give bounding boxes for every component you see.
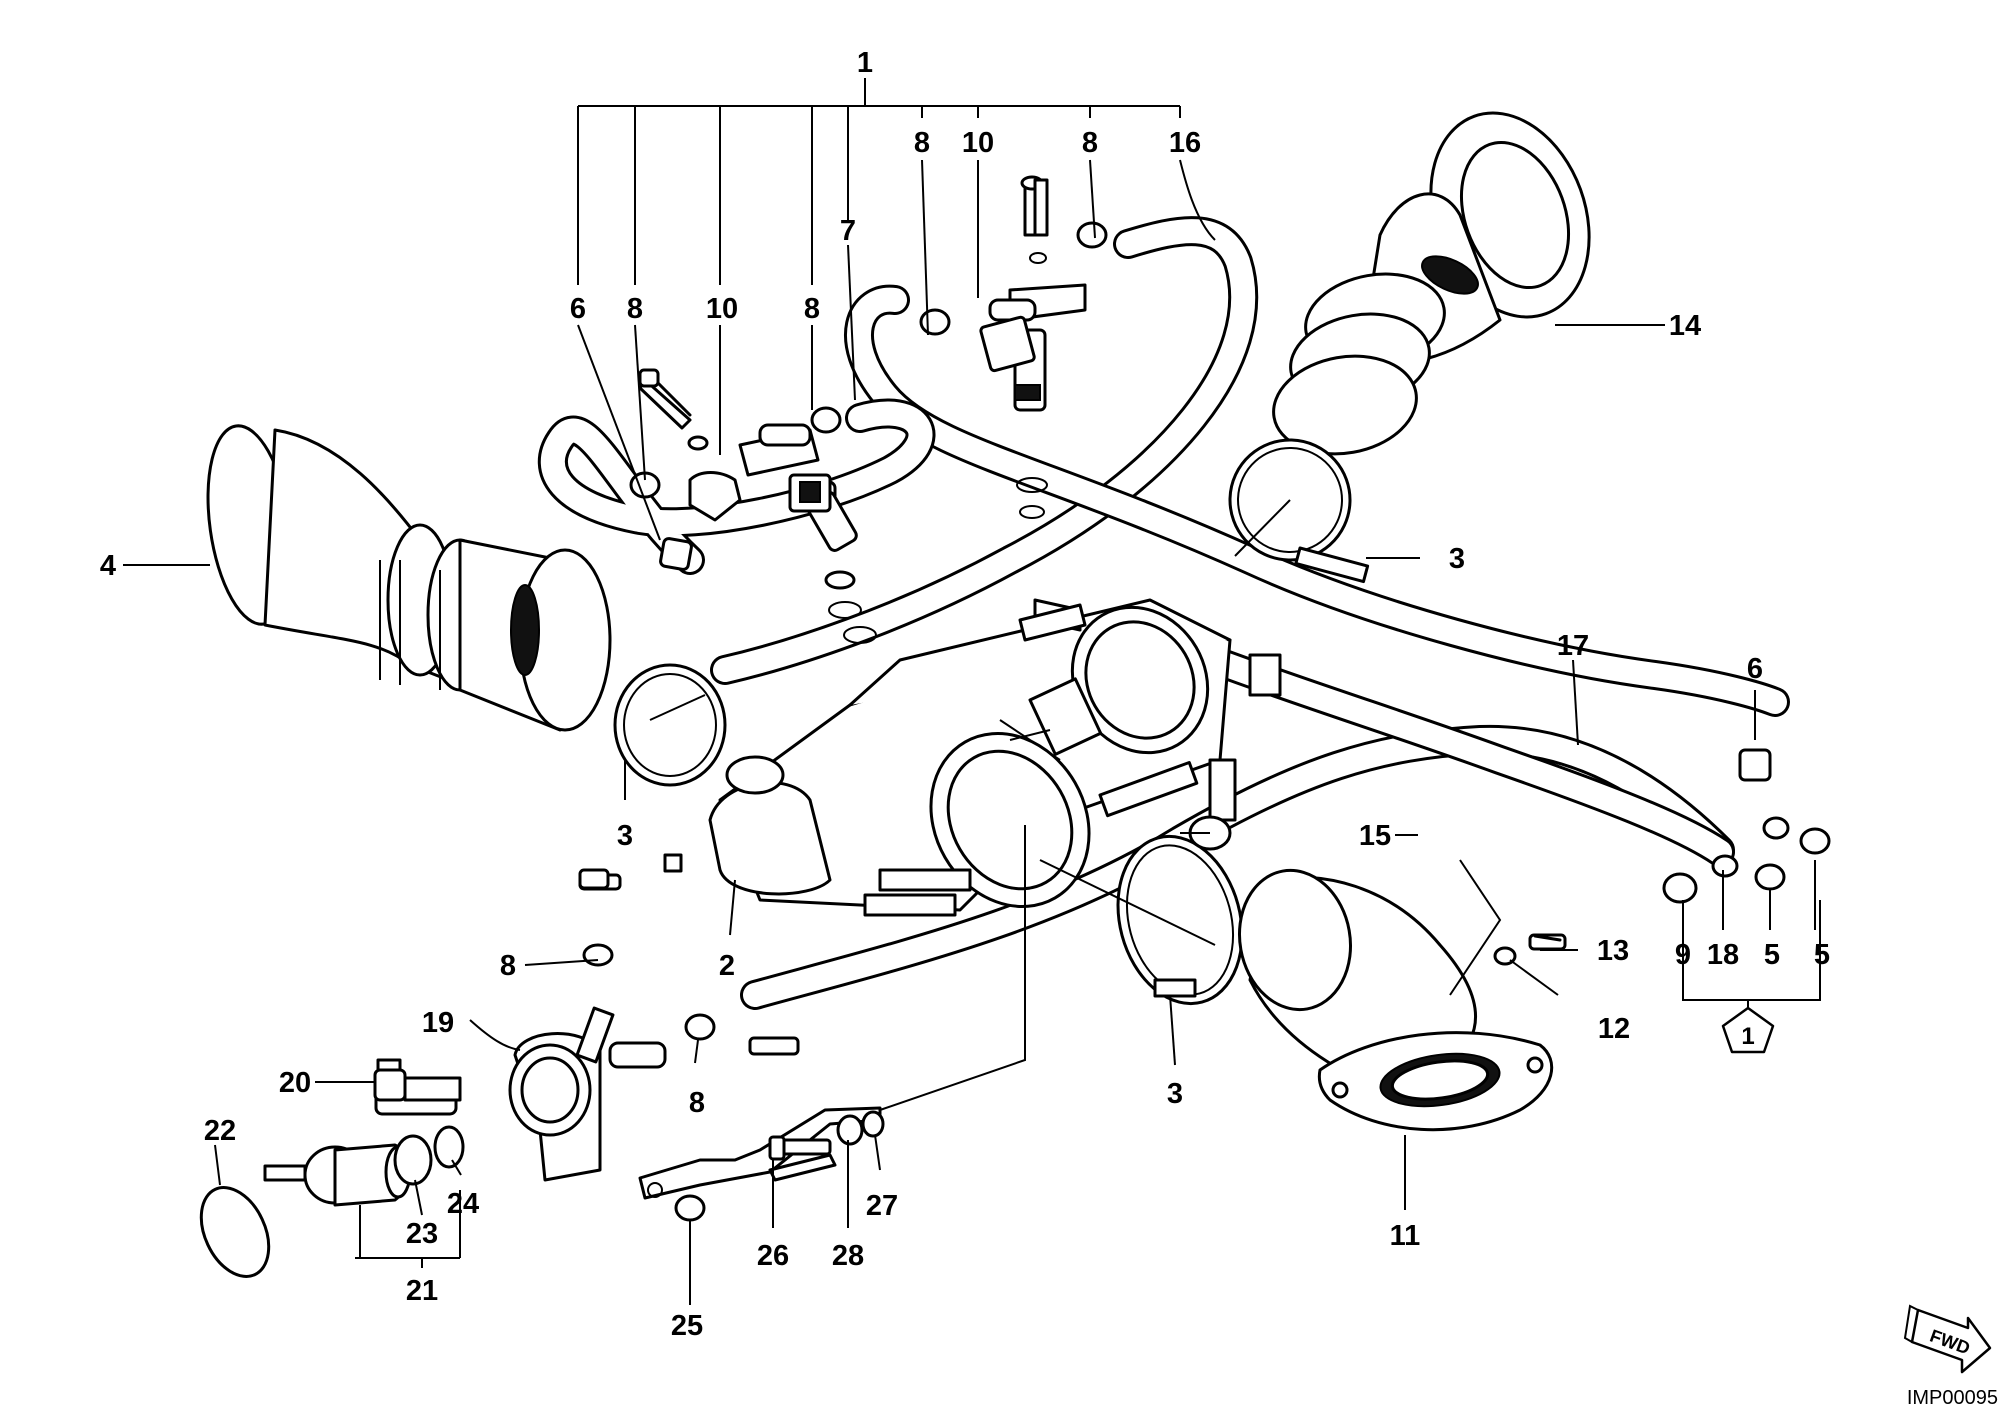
throttle-body-2 <box>708 598 1282 917</box>
intake-boot-11 <box>1237 868 1554 1132</box>
label-21: 21 <box>406 1275 438 1307</box>
label-6: 6 <box>1747 653 1763 685</box>
fuel-rail-left <box>638 378 877 644</box>
clamp-3-right <box>1116 834 1244 1006</box>
label-17: 17 <box>1557 630 1589 662</box>
label-15: 15 <box>1359 820 1391 852</box>
label-8: 8 <box>627 293 643 325</box>
forward-arrow-icon: FWD <box>1903 1304 1992 1374</box>
label-14: 14 <box>1669 310 1701 342</box>
label-24: 24 <box>447 1188 479 1220</box>
bracket-27 <box>638 1106 885 1222</box>
label-20: 20 <box>279 1067 311 1099</box>
label-9: 9 <box>1675 939 1691 971</box>
label-11: 11 <box>1390 1220 1421 1252</box>
label-10: 10 <box>962 127 994 159</box>
label-3: 3 <box>617 820 633 852</box>
label-8: 8 <box>500 950 516 982</box>
label-4: 4 <box>100 550 116 582</box>
label-3: 3 <box>1167 1078 1183 1110</box>
label-1: 1 <box>857 47 873 79</box>
label-23: 23 <box>406 1218 438 1250</box>
label-28: 28 <box>832 1240 864 1272</box>
label-25: 25 <box>671 1310 703 1342</box>
label-8: 8 <box>914 127 930 159</box>
label-8: 8 <box>804 293 820 325</box>
label-13: 13 <box>1597 935 1629 967</box>
label-18: 18 <box>1707 939 1739 971</box>
bolts <box>373 178 1562 1161</box>
label-16: 16 <box>1169 127 1201 159</box>
set-symbol-number: 1 <box>1741 1023 1754 1050</box>
hoses <box>537 216 1790 1010</box>
label-26: 26 <box>757 1240 789 1272</box>
label-6: 6 <box>570 293 586 325</box>
label-5: 5 <box>1764 939 1780 971</box>
fuel-rail-right <box>979 175 1087 642</box>
label-22: 22 <box>204 1115 236 1147</box>
leader-lines <box>123 78 1821 1305</box>
thermo-sensor-21 <box>199 1125 465 1278</box>
label-10: 10 <box>706 293 738 325</box>
label-12: 12 <box>1598 1013 1630 1045</box>
image-code: IMP00095 <box>1907 1387 1998 1409</box>
label-27: 27 <box>866 1190 898 1222</box>
set-symbol-pentagon: 1 <box>1721 1006 1775 1054</box>
label-3: 3 <box>1449 543 1465 575</box>
label-8: 8 <box>1082 127 1098 159</box>
label-19: 19 <box>422 1007 454 1039</box>
label-5: 5 <box>1814 939 1830 971</box>
intake-funnel-14 <box>1272 111 1591 456</box>
clamp-3-left <box>613 663 727 787</box>
label-8: 8 <box>689 1087 705 1119</box>
label-7: 7 <box>840 215 856 247</box>
callout-labels: 1 8 10 8 16 7 6 8 10 8 14 4 3 17 6 3 15 … <box>100 47 1830 1342</box>
label-2: 2 <box>719 950 735 982</box>
intake-funnel-4 <box>206 424 612 732</box>
